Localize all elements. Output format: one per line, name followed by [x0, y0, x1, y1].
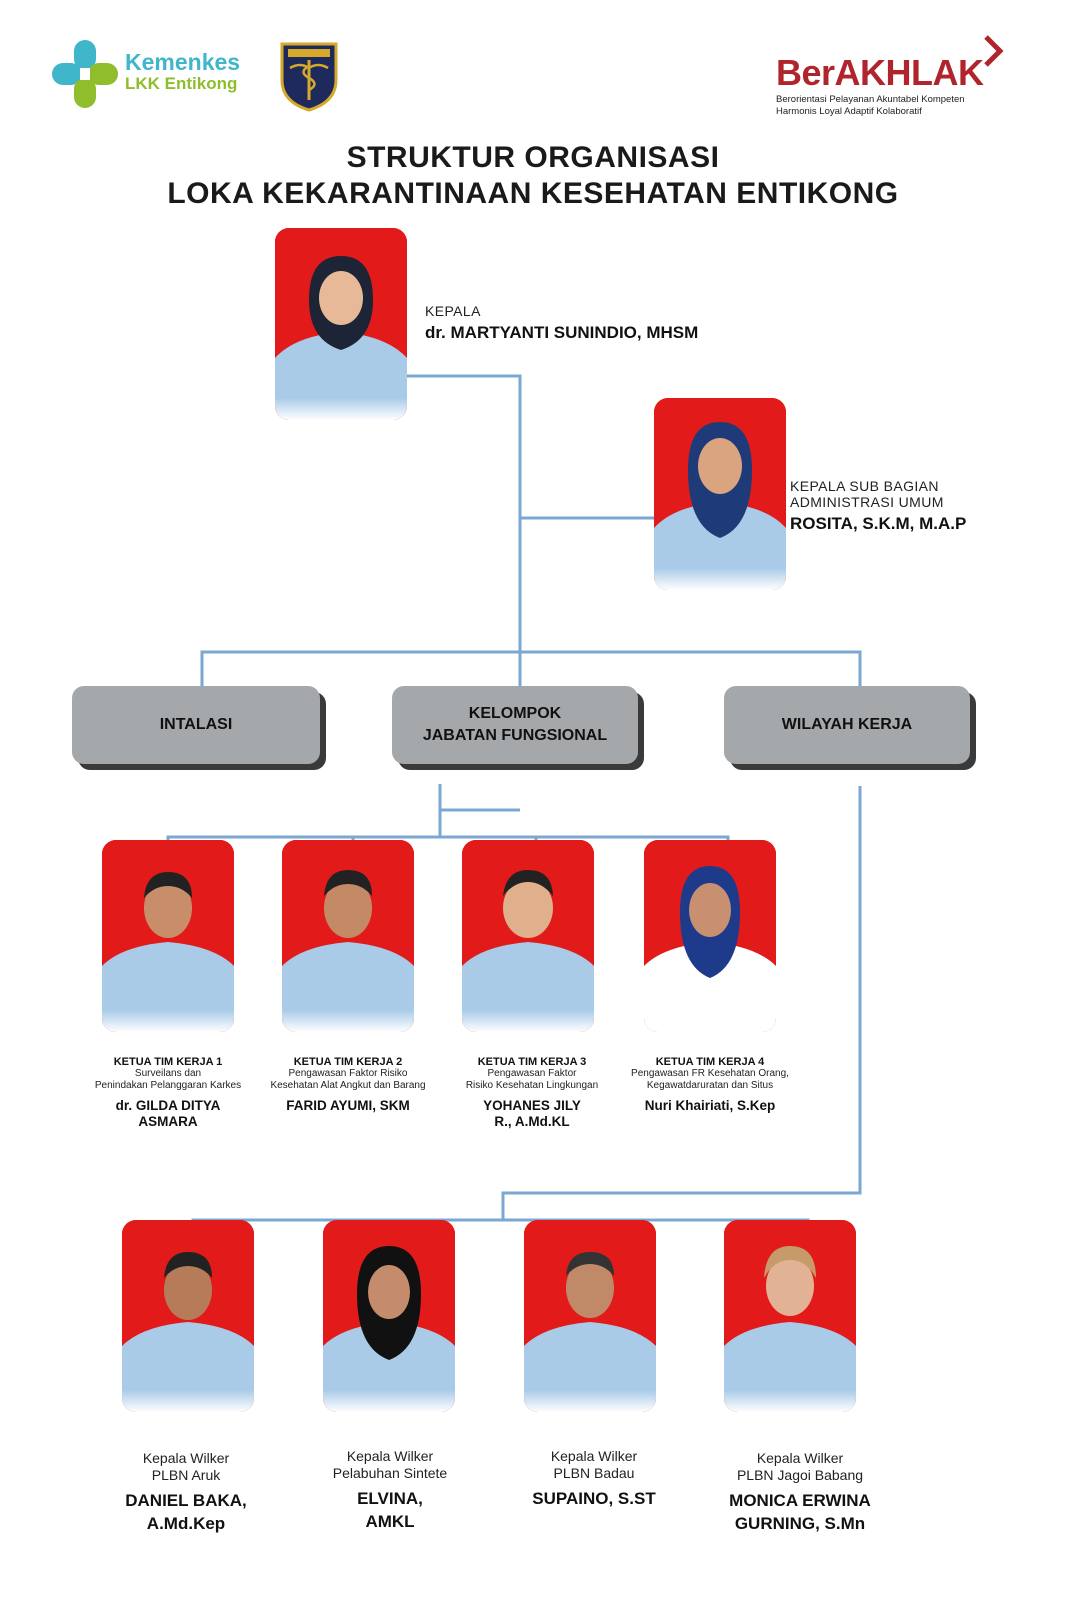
- wilker-name: SUPAINO, S.ST: [532, 1488, 656, 1508]
- tim-head: KETUA TIM KERJA 2: [293, 1056, 403, 1068]
- person-icon: [462, 840, 594, 1032]
- wilker-location: PLBN Aruk: [151, 1466, 221, 1483]
- box-wilayah-kerja: WILAYAH KERJA: [724, 686, 970, 764]
- wilker-label-3: Kepala Wilker PLBN Badau SUPAINO, S.ST: [494, 1448, 694, 1511]
- tim-head: KETUA TIM KERJA 3: [477, 1056, 587, 1068]
- person-icon: [524, 1220, 656, 1412]
- karantina-seal-icon: [280, 42, 338, 112]
- berakhlak-tagline-1: Berorientasi Pelayanan Akuntabel Kompete…: [776, 94, 965, 105]
- box-jabatan-fungsional: KELOMPOK JABATAN FUNGSIONAL: [392, 686, 638, 764]
- person-hijab-icon: [644, 840, 776, 1032]
- tim-desc: Surveilans dan: [134, 1068, 202, 1079]
- wilker-location: PLBN Jagoi Babang: [736, 1466, 864, 1483]
- kasubag-role-1: KEPALA SUB BAGIAN: [790, 478, 939, 494]
- person-icon: [724, 1220, 856, 1412]
- tim-head: KETUA TIM KERJA 1: [113, 1056, 223, 1068]
- kemenkes-title: Kemenkes: [125, 49, 241, 75]
- kepala-role: KEPALA: [425, 303, 481, 319]
- tim-label-3: KETUA TIM KERJA 3 Pengawasan Faktor Risi…: [442, 1056, 622, 1130]
- person-hijab-icon: [323, 1220, 455, 1412]
- photo-tim-2: [282, 840, 414, 1032]
- kepala-label: KEPALA dr. MARTYANTI SUNINDIO, MHSM: [425, 303, 698, 343]
- tim-label-1: KETUA TIM KERJA 1 Surveilans dan Peninda…: [78, 1056, 258, 1130]
- person-icon: [102, 840, 234, 1032]
- person-hijab-icon: [275, 228, 407, 420]
- person-icon: [122, 1220, 254, 1412]
- title-line-2: LOKA KEKARANTINAAN KESEHATAN ENTIKONG: [167, 177, 899, 210]
- wilker-location: Pelabuhan Sintete: [332, 1464, 448, 1481]
- wilker-role: Kepala Wilker: [346, 1448, 434, 1464]
- tim-name: Nuri Khairiati, S.Kep: [644, 1098, 776, 1113]
- tim-label-4: KETUA TIM KERJA 4 Pengawasan FR Kesehata…: [620, 1056, 800, 1114]
- chevron-right-icon: [984, 35, 1004, 67]
- wilker-location: PLBN Badau: [553, 1464, 635, 1481]
- berakhlak-brand: BerAKHLAK: [776, 52, 984, 93]
- wilker-label-4: Kepala Wilker PLBN Jagoi Babang MONICA E…: [700, 1450, 900, 1535]
- tim-desc: Pengawasan Faktor Risiko: [288, 1068, 408, 1079]
- kasubag-name: ROSITA, S.K.M, M.A.P: [790, 514, 967, 533]
- wilker-role: Kepala Wilker: [756, 1450, 844, 1466]
- tim-label-2: KETUA TIM KERJA 2 Pengawasan Faktor Risi…: [258, 1056, 438, 1114]
- kemenkes-logo-icon: [52, 40, 118, 108]
- box-wilker-label: WILAYAH KERJA: [781, 716, 913, 734]
- wilker-label-2: Kepala Wilker Pelabuhan Sintete ELVINA,A…: [290, 1448, 490, 1533]
- box-jafung-line-2: JABATAN FUNGSIONAL: [422, 727, 608, 744]
- tim-name: FARID AYUMI, SKM: [286, 1098, 410, 1113]
- kasubag-label: KEPALA SUB BAGIAN ADMINISTRASI UMUM ROSI…: [790, 478, 966, 534]
- photo-wilker-4: [724, 1220, 856, 1412]
- tim-desc: Pengawasan FR Kesehatan Orang,: [631, 1068, 789, 1079]
- tim-desc: Kesehatan Alat Angkut dan Barang: [270, 1080, 426, 1091]
- box-instalasi: INTALASI: [72, 686, 320, 764]
- wilker-role: Kepala Wilker: [142, 1450, 230, 1466]
- page-title: STRUKTUR ORGANISASI LOKA KEKARANTINAAN K…: [0, 140, 1066, 212]
- photo-wilker-2: [323, 1220, 455, 1412]
- tim-desc: Pengawasan Faktor: [487, 1068, 577, 1079]
- photo-wilker-3: [524, 1220, 656, 1412]
- wilker-role: Kepala Wilker: [550, 1448, 638, 1464]
- photo-wilker-1: [122, 1220, 254, 1412]
- photo-kasubag: [654, 398, 786, 590]
- title-line-1: STRUKTUR ORGANISASI: [346, 141, 720, 174]
- photo-tim-3: [462, 840, 594, 1032]
- person-hijab-icon: [654, 398, 786, 590]
- box-instalasi-label: INTALASI: [159, 716, 233, 734]
- tim-desc: Kegawatdaruratan dan Situs: [646, 1080, 774, 1091]
- berakhlak-tagline-2: Harmonis Loyal Adaptif Kolaboratif: [776, 105, 922, 117]
- tim-desc: Risiko Kesehatan Lingkungan: [465, 1080, 599, 1091]
- photo-tim-4: [644, 840, 776, 1032]
- kasubag-role-2: ADMINISTRASI UMUM: [790, 494, 944, 510]
- kemenkes-subtitle: LKK Entikong: [125, 74, 238, 94]
- kemenkes-wordmark: Kemenkes LKK Entikong: [125, 49, 241, 94]
- box-jafung-line-1: KELOMPOK: [468, 705, 562, 723]
- photo-kepala: [275, 228, 407, 420]
- kepala-name: dr. MARTYANTI SUNINDIO, MHSM: [425, 323, 699, 342]
- berakhlak-logo: BerAKHLAK Berorientasi Pelayanan Akuntab…: [776, 32, 1006, 118]
- wilker-label-1: Kepala Wilker PLBN Aruk DANIEL BAKA,A.Md…: [86, 1450, 286, 1535]
- tim-head: KETUA TIM KERJA 4: [655, 1056, 765, 1068]
- tim-desc: Penindakan Pelanggaran Karkes: [94, 1080, 242, 1091]
- photo-tim-1: [102, 840, 234, 1032]
- wilker-name: DANIEL BAKA,A.Md.Kep: [125, 1490, 247, 1533]
- wilker-name: ELVINA,AMKL: [357, 1488, 423, 1531]
- person-icon: [282, 840, 414, 1032]
